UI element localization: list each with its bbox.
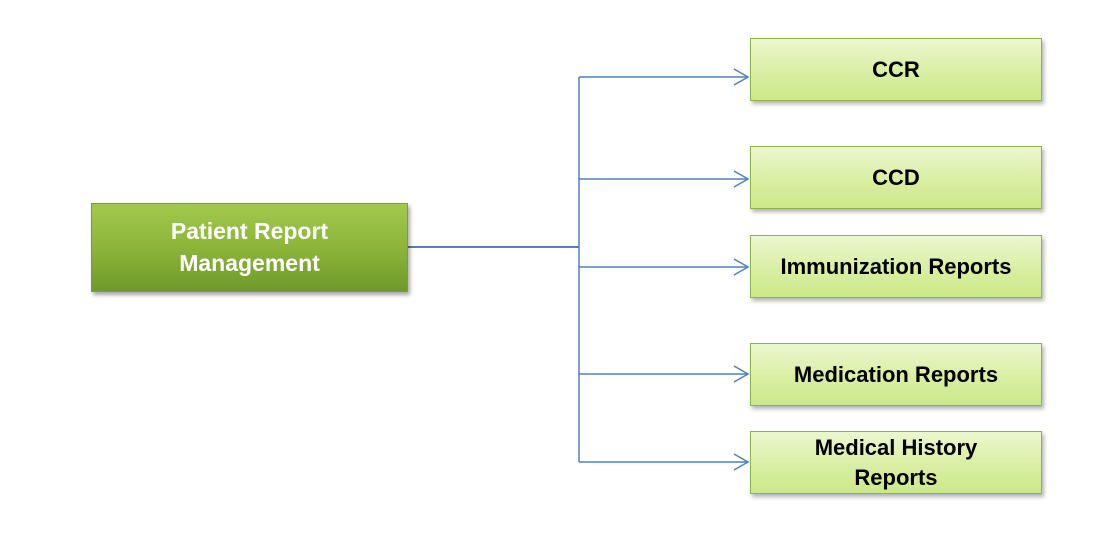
arrowhead-icon	[733, 68, 750, 86]
child-node-ccr: CCR	[750, 38, 1042, 101]
root-node-patient-report-management: Patient Report Management	[91, 203, 408, 292]
child-label-line1: CCD	[872, 164, 920, 190]
root-label-line2: Management	[179, 249, 320, 276]
child-label-line1: Immunization Reports	[780, 253, 1012, 279]
root-label-line1: Patient Report	[170, 218, 329, 245]
child-node-medication-reports: Medication Reports	[750, 343, 1042, 406]
child-node-ccd: CCD	[750, 146, 1042, 209]
arrowhead-icon	[733, 258, 750, 276]
child-label-line2: Reports	[854, 464, 938, 490]
child-label-line1: CCR	[872, 56, 920, 82]
child-node-medical-history-reports: Medical History Reports	[750, 431, 1042, 494]
arrowhead-icon	[733, 453, 750, 471]
arrowhead-icon	[733, 170, 750, 188]
child-node-immunization-reports: Immunization Reports	[750, 235, 1042, 298]
arrowhead-icon	[733, 365, 750, 383]
child-label-line1: Medication Reports	[793, 361, 999, 387]
child-label-line1: Medical History	[814, 434, 978, 460]
